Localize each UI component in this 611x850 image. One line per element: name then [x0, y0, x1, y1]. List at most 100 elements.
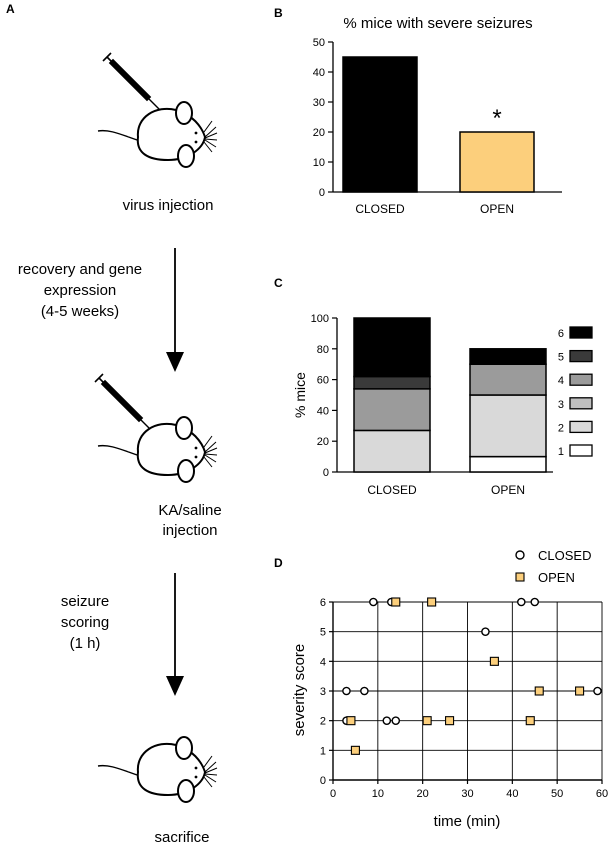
chart-c-legend-swatch [569, 420, 593, 434]
chart-b-title: % mice with severe seizures [343, 15, 532, 32]
step-seizure-line-2: scoring [61, 614, 109, 631]
chart-c-segment-score-4 [469, 363, 547, 396]
chart-d-point-closed [342, 686, 351, 696]
chart-d-legend-label-closed: CLOSED [538, 548, 591, 563]
chart-d-x-tick-label: 30 [461, 788, 473, 800]
chart-d-y-tick-label: 0 [320, 775, 326, 787]
chart-d-y-label: severity score [291, 644, 308, 737]
chart-d-x-tick-label: 0 [330, 788, 336, 800]
chart-d-point-open [575, 686, 585, 696]
step-recovery-line-1: recovery and gene [18, 261, 142, 278]
chart-d-point-closed [517, 597, 526, 607]
chart-b: % mice with severe seizures 0 10 20 30 40 50CL… [313, 15, 562, 216]
chart-c-legend-label: 1 [558, 446, 564, 458]
mouse-icon [97, 416, 218, 483]
step-virus-injection: virus injection [123, 197, 214, 214]
step-seizure-line-3: (1 h) [70, 635, 101, 652]
step-ka-line-1: KA/saline [158, 502, 221, 519]
arrow-2-head [166, 676, 184, 696]
step-sacrifice: sacrifice [154, 829, 209, 846]
chart-c-segment-score-4 [353, 388, 431, 432]
chart-c-segment-score-1 [469, 455, 547, 473]
chart-d-point-closed [360, 686, 369, 696]
chart-d-legend-marker-closed [515, 550, 525, 560]
chart-b-x-tick-label: CLOSED [355, 202, 405, 216]
chart-d-x-tick-label: 10 [372, 788, 384, 800]
chart-d-point-closed [593, 686, 602, 696]
chart-d-y-tick-label: 4 [320, 656, 326, 668]
chart-b-bar-closed [342, 56, 418, 193]
chart-c-x-tick-label: OPEN [491, 483, 525, 497]
chart-b-y-tick-label: 30 [313, 97, 325, 109]
step-seizure-line-1: seizure [61, 593, 109, 610]
chart-d-point-open [422, 716, 432, 726]
chart-c-legend-swatch [569, 373, 593, 386]
chart-d-x-tick-label: 40 [506, 788, 518, 800]
chart-d-point-closed [369, 597, 378, 607]
chart-c-legend-label: 6 [558, 328, 564, 340]
step-recovery-line-3: (4-5 weeks) [41, 303, 119, 320]
chart-b-y-tick-label: 20 [313, 127, 325, 139]
chart-d-point-closed [382, 716, 392, 725]
chart-c-y-tick-label: 100 [311, 313, 329, 325]
chart-d-legend-label-open: OPEN [538, 570, 575, 585]
chart-d-point-open [534, 686, 544, 696]
panel-a: A virus injection recovery and gene expr… [6, 2, 222, 846]
step-ka-line-2: injection [162, 522, 217, 539]
chart-b-y-tick-label: 0 [319, 187, 325, 199]
panel-c-letter: C [274, 276, 283, 290]
chart-d-point-open [525, 716, 535, 726]
chart-d-y-tick-label: 5 [320, 627, 326, 639]
syringe-icon [103, 53, 161, 111]
chart-c-legend-swatch [569, 349, 593, 363]
chart-d-point-closed [391, 716, 401, 725]
chart-b-y-tick-label: 40 [313, 67, 325, 79]
chart-d-point-open [391, 597, 401, 607]
chart-c-legend-swatch [569, 444, 593, 457]
chart-d-x-label: time (min) [434, 813, 501, 830]
chart-d-y-tick-label: 2 [320, 716, 326, 728]
chart-b-bar-open [459, 131, 535, 193]
chart-b-y-tick-label: 10 [313, 157, 325, 169]
chart-c-legend-label: 2 [558, 422, 564, 434]
chart-d-point-open [350, 745, 360, 755]
chart-d-legend-marker-open [515, 572, 525, 582]
chart-c-y-tick-label: 20 [317, 436, 329, 448]
chart-d-x-tick-label: 60 [596, 788, 608, 800]
chart-c-segment-score-2 [469, 394, 547, 458]
chart-d-x-tick-label: 50 [551, 788, 563, 800]
chart-d-y-tick-label: 1 [320, 745, 326, 757]
chart-d-point-open [489, 656, 499, 666]
syringe-icon [95, 374, 153, 432]
chart-c-y-tick-label: 60 [317, 375, 329, 387]
arrow-1-head [166, 352, 184, 372]
panel-d-letter: D [274, 556, 283, 570]
chart-c-legend-swatch [569, 326, 593, 339]
panel-a-letter: A [6, 2, 15, 16]
chart-d-point-open [346, 716, 356, 726]
chart-c-x-tick-label: CLOSED [367, 483, 417, 497]
chart-d-point-closed [481, 627, 490, 636]
chart-c-segment-score-2 [353, 429, 431, 473]
chart-c-segment-score-6 [353, 317, 431, 378]
chart-b-x-tick-label: OPEN [480, 202, 514, 216]
mouse-icon [97, 736, 218, 803]
chart-d-point-open [427, 597, 437, 607]
chart-d-point-open [445, 716, 455, 726]
panel-b-letter: B [274, 6, 283, 20]
step-recovery-line-2: expression [44, 282, 117, 299]
mouse-icon [97, 101, 218, 168]
chart-c-legend-label: 4 [558, 375, 564, 387]
chart-c-legend-label: 3 [558, 399, 564, 411]
chart-d-y-tick-label: 6 [320, 597, 326, 609]
chart-b-y-tick-label: 50 [313, 37, 325, 49]
chart-c-segment-score-5 [353, 375, 431, 390]
chart-c-segment-score-6 [469, 348, 547, 365]
chart-b-significance-star: * [492, 105, 501, 132]
chart-d-x-tick-label: 20 [417, 788, 429, 800]
chart-c-y-tick-label: 80 [317, 344, 329, 356]
chart-d-y-tick-label: 3 [320, 686, 326, 698]
